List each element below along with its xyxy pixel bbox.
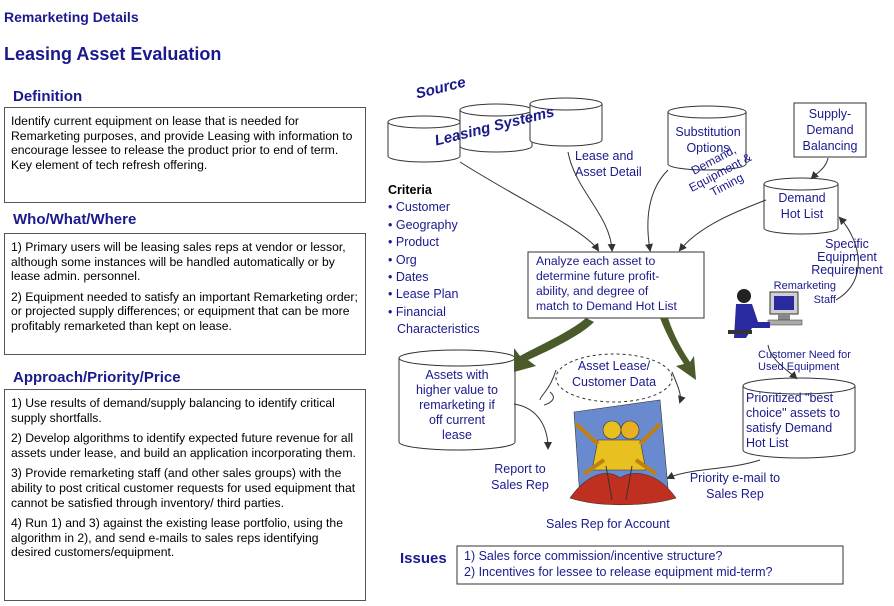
analyze-box	[527, 251, 705, 319]
criteria-item: • Lease Plan	[388, 287, 459, 302]
issues-box	[456, 545, 844, 585]
definition-text: Identify current equipment on lease that…	[11, 114, 353, 172]
prioritized-line: Hot List	[746, 436, 789, 450]
prioritized-label: Prioritized "best choice" assets to sati…	[746, 391, 856, 451]
specific-equipment-line: Requirement	[811, 263, 883, 277]
page-subtitle: Remarketing Details	[4, 9, 139, 25]
criteria-title: Criteria	[388, 183, 432, 197]
issue-item: 2) Incentives for lessee to release equi…	[464, 565, 773, 579]
demand-hot-list-label: Demand Hot List	[766, 190, 838, 222]
supply-demand-label: Supply- Demand Balancing	[794, 106, 866, 154]
assets-higher-value-line: Assets with	[425, 368, 489, 382]
criteria-item: • Geography	[388, 217, 458, 232]
source-cylinder-2	[459, 103, 533, 153]
flow-arrows	[459, 151, 859, 480]
approach-heading: Approach/Priority/Price	[13, 369, 181, 386]
who-box: 1) Primary users will be leasing sales r…	[4, 233, 366, 355]
demand-hot-list-line: Hot List	[780, 207, 824, 221]
issues-heading: Issues	[400, 550, 447, 567]
asset-lease-data-label: Asset Lease/ Customer Data	[556, 358, 672, 390]
who-heading: Who/What/Where	[13, 211, 137, 228]
supply-demand-line: Supply-	[808, 107, 852, 121]
supply-demand-line: Demand	[806, 123, 854, 137]
substitution-line: Options	[686, 141, 730, 155]
remarketing-staff-line: Remarketing	[773, 280, 836, 292]
remarketing-staff-icon	[728, 289, 803, 338]
approach-item-3: 3) Provide remarketing staff (and other …	[11, 466, 356, 510]
assets-higher-value-line: higher value to	[415, 383, 498, 397]
criteria-item: • Dates	[388, 270, 429, 285]
specific-equipment-line: Equipment	[817, 250, 877, 264]
definition-heading: Definition	[13, 88, 83, 105]
approach-item-4: 4) Run 1) and 3) against the existing le…	[11, 516, 343, 560]
supply-demand-line: Balancing	[802, 139, 858, 153]
demand-hot-list-cylinder	[763, 177, 839, 235]
assets-higher-value-label: Assets with higher value to remarketing …	[402, 368, 512, 443]
customer-need-label: Customer Need for Used Equipment	[758, 349, 851, 373]
asset-lease-data-line: Customer Data	[571, 375, 657, 389]
criteria-item: • Financial	[388, 304, 446, 319]
who-item-2: 2) Equipment needed to satisfy an import…	[11, 289, 358, 333]
prioritized-cylinder	[742, 377, 856, 459]
prioritized-line: satisfy Demand	[746, 421, 833, 435]
remarketing-staff-line: Staff	[813, 294, 836, 306]
assets-higher-value-line: off current	[428, 413, 486, 427]
sales-rep-illustration	[569, 399, 677, 506]
criteria-item: Characteristics	[397, 322, 480, 337]
page-title: Leasing Asset Evaluation	[4, 44, 222, 64]
source-cylinder-3	[529, 97, 603, 147]
criteria-item: • Org	[388, 252, 417, 267]
demand-hot-list-line: Demand	[778, 191, 826, 205]
assets-higher-value-line: remarketing if	[419, 398, 495, 412]
assets-higher-value-line: lease	[442, 428, 472, 442]
remarketing-staff-label: Remarketing Staff	[752, 279, 836, 307]
approach-box: 1) Use results of demand/supply balancin…	[4, 389, 366, 601]
priority-email-line: Priority e-mail to	[689, 471, 781, 485]
prioritized-line: choice" assets to	[746, 406, 841, 420]
issues-list: 1) Sales force commission/incentive stru…	[464, 548, 772, 580]
definition-box: Identify current equipment on lease that…	[4, 107, 366, 203]
thick-arrows	[514, 318, 696, 380]
analyze-line: determine future profit-	[536, 269, 660, 283]
lease-asset-detail-label: Lease and Asset Detail	[575, 148, 642, 180]
priority-email-label: Priority e-mail to Sales Rep	[680, 470, 790, 502]
substitution-cylinder	[667, 105, 747, 171]
asset-lease-data-line: Asset Lease/	[577, 359, 651, 373]
issue-item: 1) Sales force commission/incentive stru…	[464, 549, 723, 563]
lease-asset-detail-line: Asset Detail	[575, 165, 642, 179]
approach-item-1: 1) Use results of demand/supply balancin…	[11, 396, 335, 425]
substitution-line: Substitution	[675, 125, 741, 139]
criteria-list: Criteria • Customer • Geography • Produc…	[388, 182, 480, 339]
priority-email-line: Sales Rep	[706, 487, 764, 501]
customer-need-line: Customer Need for	[758, 349, 851, 361]
specific-equipment-line: Specific	[825, 237, 869, 251]
sales-rep-account-label: Sales Rep for Account	[546, 517, 670, 531]
substitution-options-label: Substitution Options	[672, 124, 744, 156]
customer-need-line: Used Equipment	[758, 361, 840, 373]
analyze-label: Analyze each asset to determine future p…	[530, 254, 708, 314]
analyze-line: ability, and degree of	[536, 284, 649, 298]
approach-item-2: 2) Develop algorithms to identify expect…	[11, 431, 356, 460]
report-to-label: Report to Sales Rep	[488, 461, 552, 493]
specific-equipment-label: Specific Equipment Requirement	[804, 238, 890, 277]
criteria-item: • Customer	[388, 200, 451, 215]
criteria-item: • Product	[388, 235, 439, 250]
who-item-1: 1) Primary users will be leasing sales r…	[11, 240, 346, 284]
lease-asset-detail-line: Lease and	[575, 149, 634, 163]
analyze-line: match to Demand Hot List	[536, 299, 677, 313]
report-to-line: Report to	[494, 462, 546, 476]
report-to-line: Sales Rep	[491, 478, 549, 492]
prioritized-line: Prioritized "best	[746, 391, 834, 405]
analyze-line: Analyze each asset to	[536, 254, 656, 268]
asset-lease-data-ellipse	[555, 353, 673, 403]
supply-demand-box	[793, 102, 867, 158]
